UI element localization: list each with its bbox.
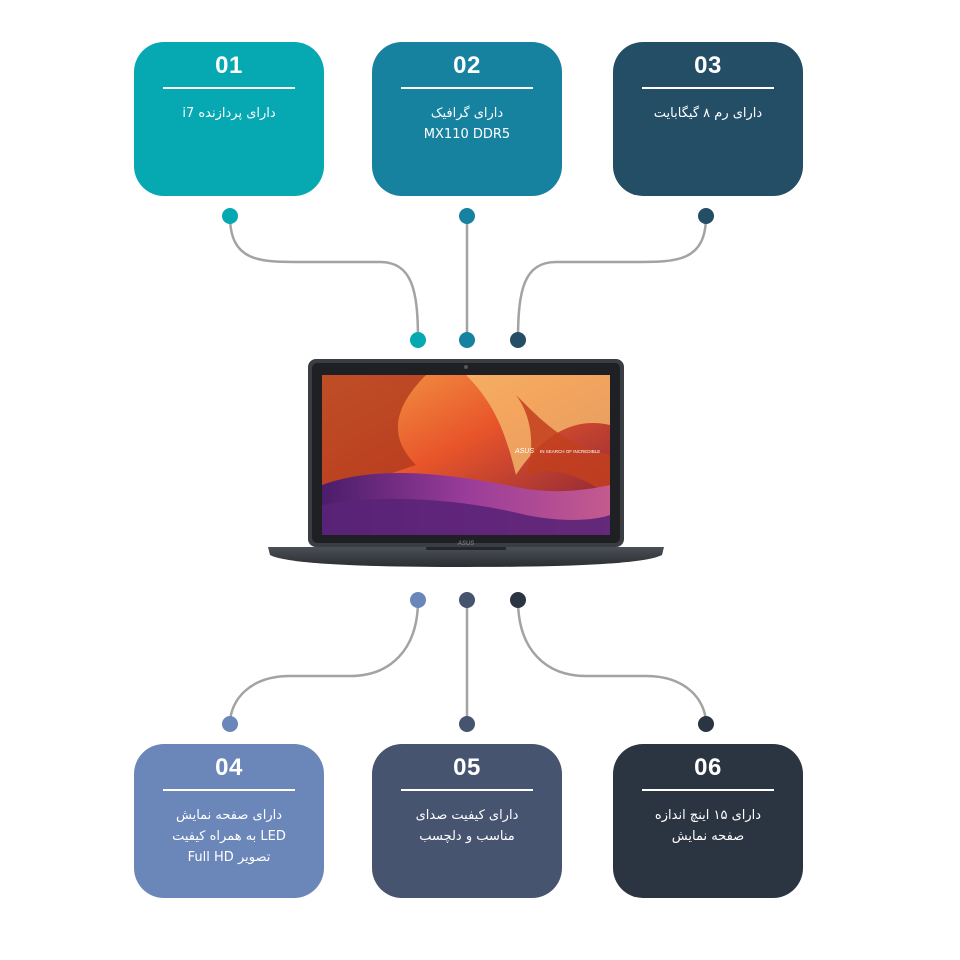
feature-number: 03 [694, 52, 722, 79]
divider [401, 87, 533, 89]
feature-number: 06 [694, 754, 722, 781]
laptop-image: ASUS IN SEARCH OF INCREDIBLE ASUS [268, 359, 664, 567]
divider [642, 789, 774, 791]
feature-card-03: 03 دارای رم ۸ گیگابایت [613, 42, 803, 196]
connector-01 [228, 215, 420, 341]
feature-number: 05 [453, 754, 481, 781]
screen-brand: ASUS [514, 448, 534, 455]
feature-text: دارای گرافیک MX110 DDR5 [372, 103, 562, 145]
dot-01-top [222, 208, 238, 224]
divider [401, 789, 533, 791]
laptop-base [268, 547, 664, 567]
feature-line: تصویر Full HD [187, 850, 271, 865]
dot-02-top [459, 208, 475, 224]
feature-text: دارای کیفیت صدای مناسب و دلچسب [372, 805, 562, 847]
feature-line: دارای پردازنده i7 [182, 106, 276, 121]
feature-line: مناسب و دلچسب [419, 829, 515, 844]
feature-line: دارای گرافیک [430, 106, 504, 121]
feature-line: LED به همراه کیفیت [172, 829, 286, 844]
divider [163, 789, 295, 791]
divider [642, 87, 774, 89]
feature-line: دارای ۱۵ اینچ اندازه [654, 808, 762, 823]
feature-card-01: 01 دارای پردازنده i7 [134, 42, 324, 196]
feature-line: MX110 DDR5 [423, 127, 511, 142]
screen-slogan: IN SEARCH OF INCREDIBLE [540, 449, 600, 454]
feature-card-02: 02 دارای گرافیک MX110 DDR5 [372, 42, 562, 196]
dot-05-bottom [459, 716, 475, 732]
feature-card-06: 06 دارای ۱۵ اینچ اندازه صفحه نمایش [613, 744, 803, 898]
dot-06-laptop [510, 592, 526, 608]
base-brand: ASUS [457, 541, 474, 547]
dot-04-laptop [410, 592, 426, 608]
divider [163, 87, 295, 89]
feature-text: دارای صفحه نمایش LED به همراه کیفیت تصوی… [134, 805, 324, 868]
dot-03-laptop [510, 332, 526, 348]
connector-04 [228, 599, 420, 725]
feature-number: 02 [453, 52, 481, 79]
dot-05-laptop [459, 592, 475, 608]
laptop-screen: ASUS IN SEARCH OF INCREDIBLE [322, 375, 610, 535]
feature-number: 04 [215, 754, 243, 781]
feature-line: دارای صفحه نمایش [176, 808, 282, 823]
feature-number: 01 [215, 52, 243, 79]
feature-text: دارای رم ۸ گیگابایت [613, 103, 803, 124]
feature-line: صفحه نمایش [671, 829, 745, 844]
dot-06-bottom [698, 716, 714, 732]
dot-02-laptop [459, 332, 475, 348]
dot-03-top [698, 208, 714, 224]
webcam-icon [464, 365, 468, 369]
connector-03 [516, 215, 708, 341]
connector-06 [516, 599, 708, 725]
feature-line: دارای کیفیت صدای [415, 808, 519, 823]
dot-01-laptop [410, 332, 426, 348]
feature-line: دارای رم ۸ گیگابایت [653, 106, 763, 121]
feature-text: دارای پردازنده i7 [134, 103, 324, 124]
feature-card-05: 05 دارای کیفیت صدای مناسب و دلچسب [372, 744, 562, 898]
feature-card-04: 04 دارای صفحه نمایش LED به همراه کیفیت ت… [134, 744, 324, 898]
dot-04-bottom [222, 716, 238, 732]
feature-text: دارای ۱۵ اینچ اندازه صفحه نمایش [613, 805, 803, 847]
